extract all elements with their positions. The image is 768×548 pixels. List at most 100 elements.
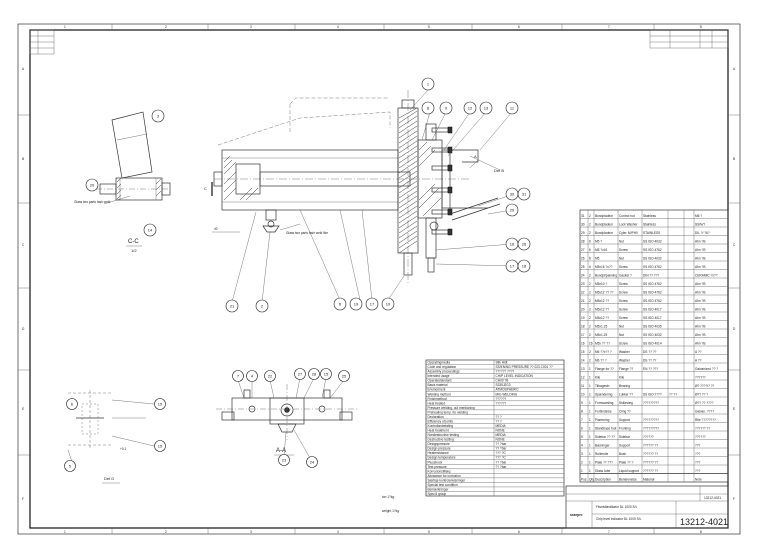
bom-cell: DIL ?/ ?6? <box>695 231 710 235</box>
balloon-main: 26 <box>517 237 531 251</box>
bom-cell: Bøsninger <box>595 444 610 448</box>
balloon-aa: 24 <box>306 456 318 468</box>
bom-cell: STAINLESS <box>643 231 660 235</box>
balloon-main: 6 <box>333 297 347 311</box>
bom-cell: 24 <box>581 274 585 278</box>
row-label-right: F <box>733 497 735 501</box>
bom-cell: Kile <box>619 376 625 380</box>
bom-cell: ?? ?? <box>669 393 677 397</box>
spec-value: ?????? <box>496 401 507 405</box>
bom-cell: 2 <box>589 359 591 363</box>
bom-cell: 2 <box>589 274 591 278</box>
weight-gross: weight 1?kg <box>382 509 399 513</box>
bom-cell: 28 <box>581 240 585 244</box>
spec-label: Bemærkninger <box>428 487 450 491</box>
balloon-main: 1 <box>421 77 435 91</box>
bom-cell: Ahn ?B <box>695 265 705 269</box>
col-label-bottom: 3 <box>250 530 252 534</box>
spec-value: NONE <box>496 438 505 442</box>
bom-cell: 2 <box>589 333 591 337</box>
balloon-cc: 14 <box>143 223 157 237</box>
section-cc-title: C-C <box>128 239 139 245</box>
bom-cell: Control nut <box>619 214 635 218</box>
bom-cell: Plarmning <box>595 418 610 422</box>
bom-cell: M5x12 ?? <box>595 299 609 303</box>
bom-cell: 7 <box>581 418 583 422</box>
det-d-view: Det D +0.1 <box>67 390 155 484</box>
spec-label: Envinorment <box>428 388 446 392</box>
row-label-right: E <box>733 407 735 411</box>
balloon-cc: 20 <box>85 178 99 192</box>
bom-cell: SS ISO 4762 <box>643 282 662 286</box>
bom-cell: 1 <box>581 469 583 473</box>
det-d-label: Det D <box>104 476 114 481</box>
balloon-aa: 15 <box>320 368 332 380</box>
bom-cell: 11 <box>581 384 585 388</box>
spec-label: Intended usage <box>428 374 450 378</box>
spec-label: Kontrollanbefaling <box>428 424 454 428</box>
bom-cell: 23 <box>581 282 585 286</box>
spec-label: Code and regulation <box>428 365 457 369</box>
svg-text:28: 28 <box>312 372 317 377</box>
col-label-top: 5 <box>428 25 430 29</box>
bom-cell: 19 <box>581 316 585 320</box>
bom-cell: Ahn ?B <box>695 333 705 337</box>
bom-cell: 6 <box>589 240 591 244</box>
bom-cell: Cyler. M/PH0 <box>619 231 638 235</box>
svg-text:25: 25 <box>342 374 347 379</box>
bom-cell: ????????? <box>643 401 659 405</box>
bom-cell: Skillevæg <box>619 401 633 405</box>
bom-cell: ?????? <box>695 435 706 439</box>
bom-cell: 31 <box>581 214 585 218</box>
bom-cell: 12 <box>581 376 585 380</box>
spec-label: Finishmethod <box>428 397 447 401</box>
bom-cell: M5x ?? ?? <box>595 342 610 346</box>
bom-cell: SS ISO ???? <box>643 393 662 397</box>
col-label-top: 2 <box>165 25 167 29</box>
spec-value: ?????? ???? <box>496 370 515 374</box>
spec-label: Spec'd group <box>428 492 447 496</box>
balloon-main: 19 <box>349 297 363 311</box>
bom-cell: 8 <box>581 410 583 414</box>
spec-label: Heatresistance <box>428 451 449 455</box>
bom-cell: M5x12 ?? <box>595 316 609 320</box>
bom-cell: ??? <box>695 461 701 465</box>
drawing-number: 13212-4021 <box>680 517 728 527</box>
cc-note-line1: Glass two parts fash weld <box>74 200 111 204</box>
bom-cell: ?????? <box>695 376 706 380</box>
label-a: A <box>474 154 477 159</box>
bom-cell: 20 <box>581 308 585 312</box>
svg-text:8: 8 <box>427 106 430 111</box>
title-dk: Flisnivåindikator DL 1000 S/L <box>596 505 638 509</box>
bom-header-cell: Benævnelse <box>619 478 637 482</box>
bom-cell: A ?? <box>695 359 702 363</box>
section-aa-title: A-A <box>276 448 286 454</box>
svg-text:26: 26 <box>522 242 527 247</box>
spec-label: Opcratingmedia <box>428 361 451 365</box>
bom-cell: 2 <box>589 308 591 312</box>
bom-cell: 1 <box>589 444 591 448</box>
svg-text:21: 21 <box>230 304 235 309</box>
outer-frame <box>17 23 741 535</box>
col-label-top: 4 <box>337 25 339 29</box>
bom-cell: 2 <box>589 223 591 227</box>
bom-cell: 21 <box>581 299 585 303</box>
spec-label: Basis material <box>428 383 448 387</box>
frame-ticks <box>18 24 740 534</box>
svg-text:20: 20 <box>90 183 95 188</box>
bom-cell: 15 <box>581 350 585 354</box>
bom-cell: ??? <box>695 452 701 456</box>
bom-cell: Support <box>619 418 630 422</box>
bom-cell: Lock Washer <box>619 223 638 227</box>
revision-box-left <box>29 29 55 55</box>
spec-label: Nondestructive testing <box>428 433 460 437</box>
bom-cell: CERAMIC ?x?? <box>695 274 718 278</box>
bom-cell: EN ?? ??? <box>643 367 658 371</box>
spec-value: MEDIA <box>496 424 507 428</box>
bom-cell: Formsamling <box>595 401 614 405</box>
balloon-main: 8 <box>421 101 435 115</box>
bom-header-cell: Qty <box>589 478 594 482</box>
bom-cell: Cling ?? <box>619 410 631 414</box>
balloon-main: 10 <box>381 297 395 311</box>
